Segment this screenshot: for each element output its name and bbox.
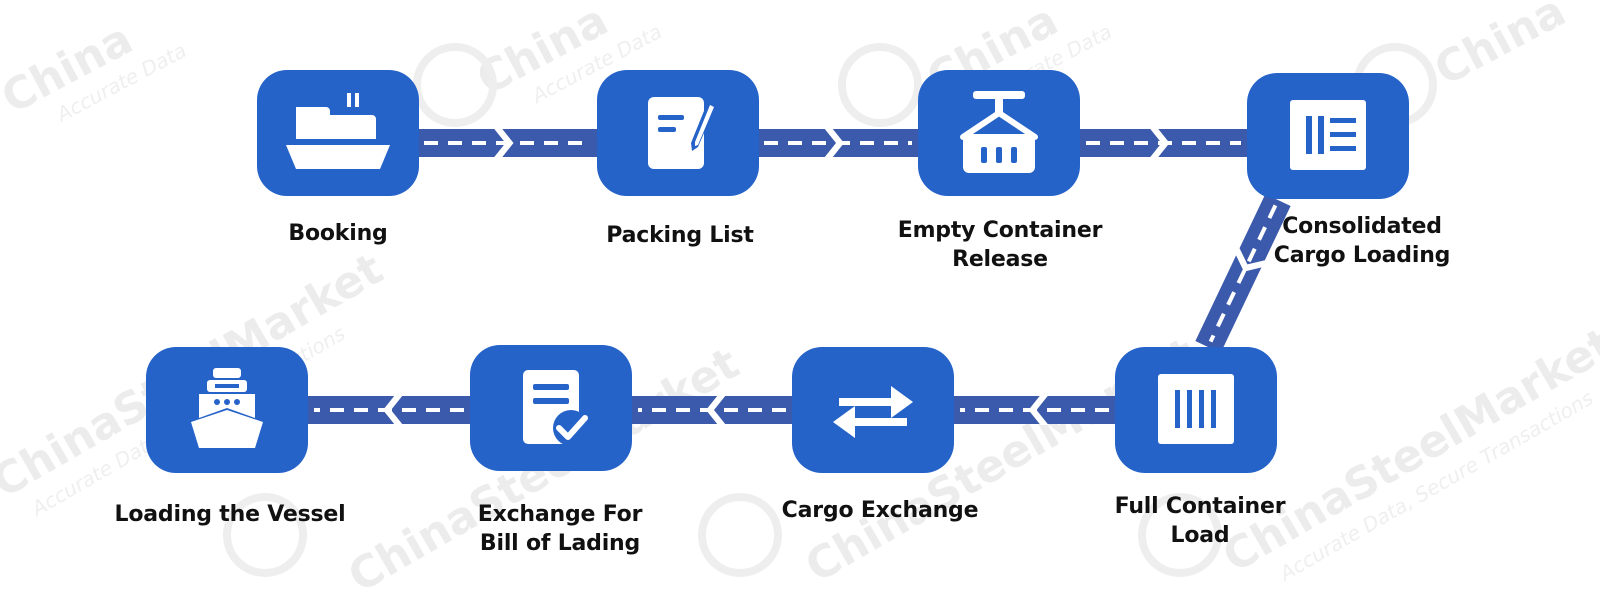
flow-connector [418,128,597,158]
step-empty-container-release [918,70,1080,196]
connector-arrow-notch [1235,247,1267,272]
step-label: Loading the Vessel [114,502,346,527]
cargo-ship-icon [286,93,390,169]
step-label-multiline: Exchange For Bill of Lading [440,500,680,558]
step-label-multiline: Consolidated Cargo Loading [1252,212,1472,270]
step-consolidated-cargo-loading [1247,73,1409,199]
step-label-line: Cargo Loading [1273,243,1451,268]
exchange-arrows-icon [833,386,913,438]
flow-connector [632,395,792,425]
step-booking [257,70,419,196]
step-cargo-exchange [792,347,954,473]
step-exchange-bill-of-lading [470,345,632,471]
step-full-container-load [1115,347,1277,473]
flow-connector [954,395,1115,425]
connector-dashes [1208,204,1278,343]
flow-connector [758,128,918,158]
step-loading-vessel [146,347,308,473]
crane-container-icon [960,91,1038,173]
step-packing-list [597,70,759,196]
step-label-line: Empty Container [897,218,1103,243]
flow-connector [308,395,470,425]
flow-connector [1195,193,1291,354]
step-label: Packing List [606,223,754,248]
document-pen-icon [648,97,716,169]
step-label: Booking [288,221,388,246]
full-container-icon [1158,374,1234,444]
flow-connector [1080,128,1247,158]
document-check-icon [523,370,589,446]
step-label-line: Release [952,247,1048,272]
vessel-front-icon [191,368,263,448]
step-label: Cargo Exchange [781,498,979,523]
step-label-multiline: Full Container Load [1090,492,1310,550]
step-label-line: Exchange For [477,502,643,527]
step-label-multiline: Empty Container Release [880,216,1120,274]
step-label-line: Full Container [1114,494,1286,519]
step-label-line: Bill of Lading [479,531,641,556]
step-label-line: Consolidated [1282,214,1442,239]
cargo-columns-icon [1290,100,1366,170]
step-label-line: Load [1170,523,1230,548]
